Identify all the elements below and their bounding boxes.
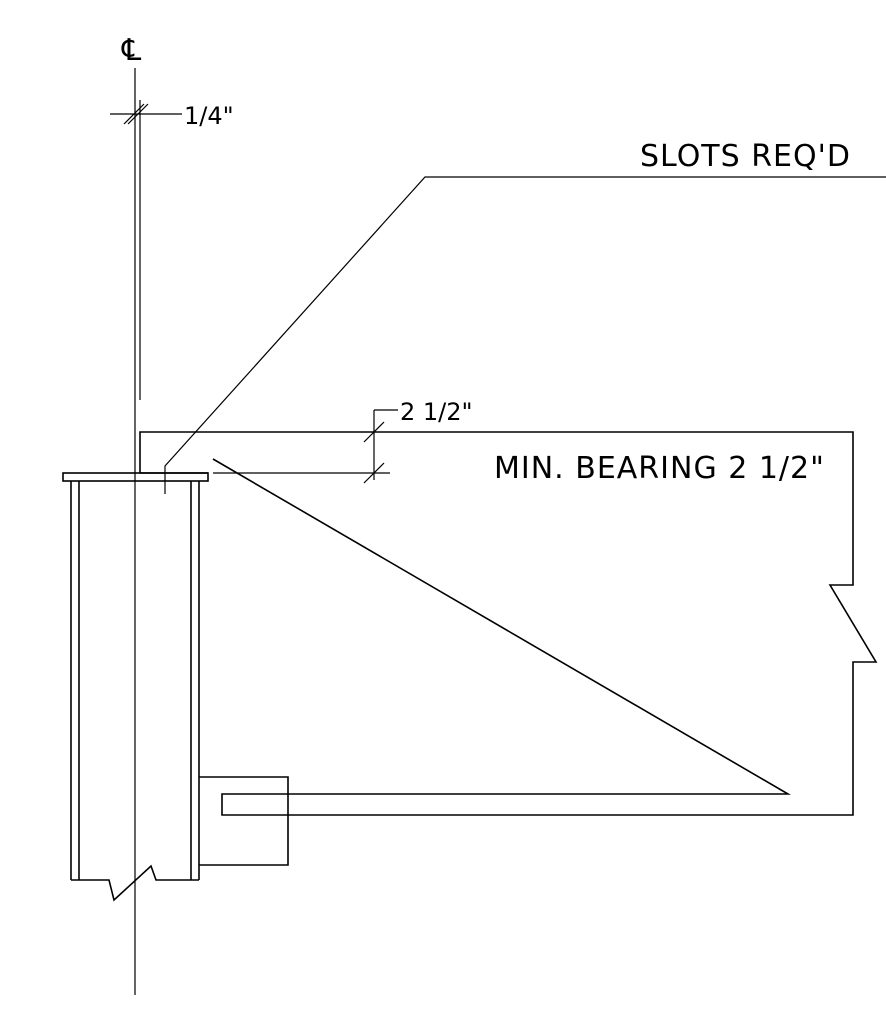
bearing-tick-top <box>363 421 385 443</box>
slots-leader-line <box>164 176 886 494</box>
centerline-symbol: ℄ <box>121 33 141 68</box>
min-bearing-note: MIN. BEARING 2 1/2" <box>494 451 825 486</box>
column-break-line <box>71 864 199 902</box>
bearing-tick-bottom <box>363 462 385 484</box>
bearing-dim-label: 2 1/2" <box>400 398 473 426</box>
seat-angle <box>199 776 289 866</box>
slots-note: SLOTS REQ'D <box>640 139 851 174</box>
offset-tick-2 <box>127 103 149 125</box>
offset-tick-1 <box>123 103 145 125</box>
beam-outline <box>139 431 878 816</box>
column-cap-plate <box>62 472 209 482</box>
offset-dim-label: 1/4" <box>184 102 234 130</box>
